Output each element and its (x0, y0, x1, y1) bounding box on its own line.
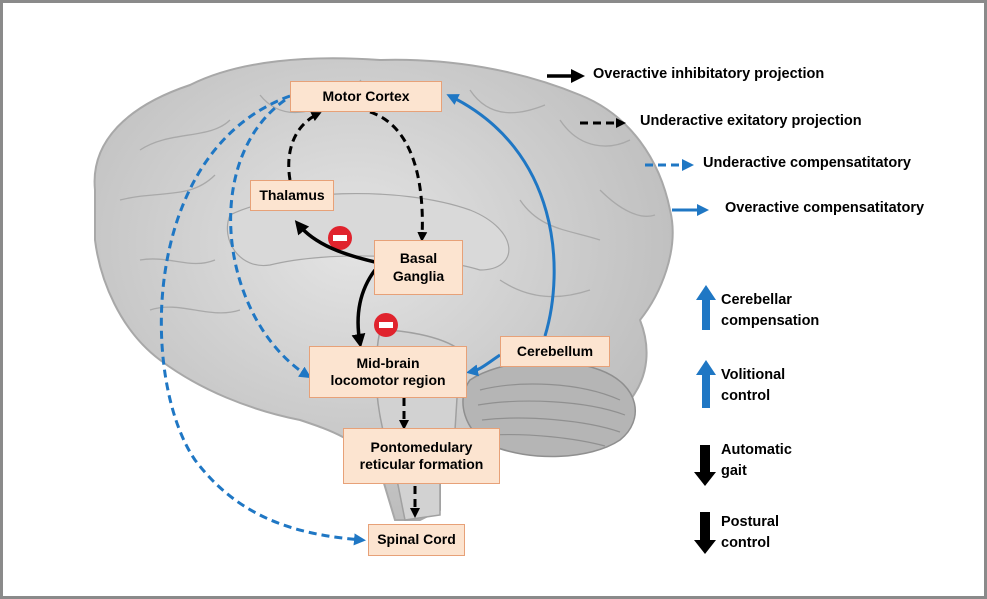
motor-cortex-box: Motor Cortex (290, 81, 442, 112)
connection-arrows (159, 94, 556, 546)
cerebellum-box: Cerebellum (500, 336, 610, 367)
basal-ganglia-box: Basal Ganglia (374, 240, 463, 295)
postural-control-label: Postural control (721, 514, 780, 552)
midbrain-box: Mid-brain locomotor region (309, 346, 467, 398)
effect-arrows (694, 285, 716, 554)
legend-excitatory-label: Underactive exitatory projection (640, 113, 862, 129)
legend-arrows (547, 69, 709, 216)
up-arrow-icon (696, 285, 716, 330)
spinal-cord-box: Spinal Cord (368, 524, 465, 556)
legend-under-comp-label: Underactive compensatitatory (703, 155, 911, 171)
volitional-control-label: Volitional control (721, 367, 786, 405)
inhibit-symbol (374, 313, 398, 337)
up-arrow-icon (696, 360, 716, 408)
inhibit-symbol (328, 226, 352, 250)
pontomedullary-box: Pontomedulary reticular formation (343, 428, 500, 484)
cerebellar-compensation-label: Cerebellar compensation (721, 292, 820, 330)
legend-over-comp-label: Overactive compensatitatory (725, 200, 925, 216)
automatic-gait-label: Automatic gait (721, 442, 792, 480)
legend-inhibitory-label: Overactive inhibitatory projection (593, 66, 825, 82)
thalamus-box: Thalamus (250, 180, 334, 211)
down-arrow-icon (694, 445, 716, 486)
down-arrow-icon (694, 512, 716, 554)
